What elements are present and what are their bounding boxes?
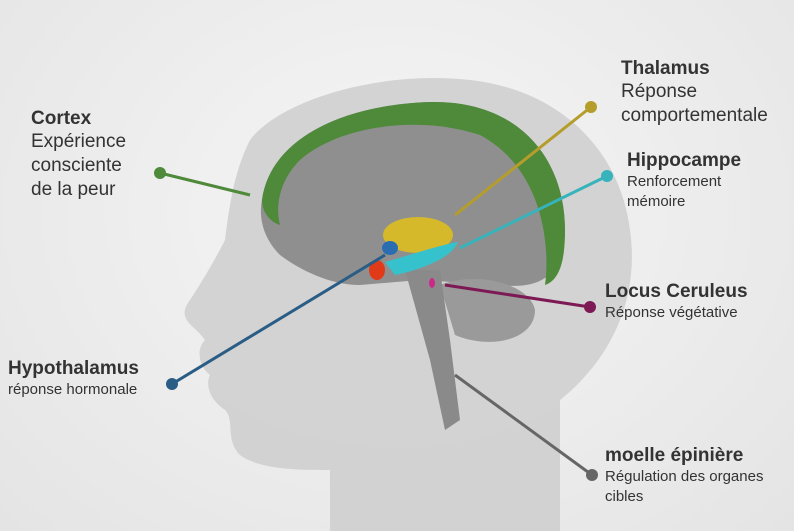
- moelle-desc: Régulation des organes: [605, 468, 764, 485]
- label-moelle: moelle épinière Régulation des organes c…: [605, 445, 763, 507]
- cortex-title: Cortex: [31, 108, 92, 129]
- label-thalamus: Thalamus Réponse comportementale: [621, 58, 768, 128]
- hippocampe-desc: Renforcement: [627, 173, 722, 190]
- hippocampe-desc: mémoire: [627, 193, 686, 210]
- thalamus-desc: Réponse: [621, 81, 698, 102]
- hippocampus-region: [385, 242, 458, 275]
- cortex-desc: de la peur: [31, 179, 116, 200]
- label-hippocampe: Hippocampe Renforcement mémoire: [627, 150, 741, 212]
- brain: [260, 101, 565, 286]
- cortex-desc: consciente: [31, 155, 122, 176]
- label-cortex: Cortex Expérience consciente de la peur: [31, 108, 126, 202]
- moelle-desc: cibles: [605, 488, 644, 505]
- amygdala-region: [369, 260, 385, 280]
- label-locus-ceruleus: Locus Ceruleus Réponse végétative: [605, 281, 748, 323]
- moelle-title: moelle épinière: [605, 445, 744, 466]
- label-hypothalamus: Hypothalamus réponse hormonale: [8, 358, 139, 400]
- hippocampe-title: Hippocampe: [627, 150, 742, 171]
- locus-title: Locus Ceruleus: [605, 281, 748, 302]
- brainstem: [405, 270, 460, 430]
- thalamus-region: [383, 217, 453, 253]
- cortex-desc: Expérience: [31, 131, 127, 152]
- locus-region: [429, 278, 435, 288]
- thalamus-desc: comportementale: [621, 105, 768, 126]
- thalamus-title: Thalamus: [621, 58, 710, 79]
- hypothalamus-title: Hypothalamus: [8, 358, 139, 379]
- hypothalamus-desc: réponse hormonale: [8, 381, 138, 398]
- hypothalamus-region: [382, 241, 398, 255]
- locus-desc: Réponse végétative: [605, 304, 738, 321]
